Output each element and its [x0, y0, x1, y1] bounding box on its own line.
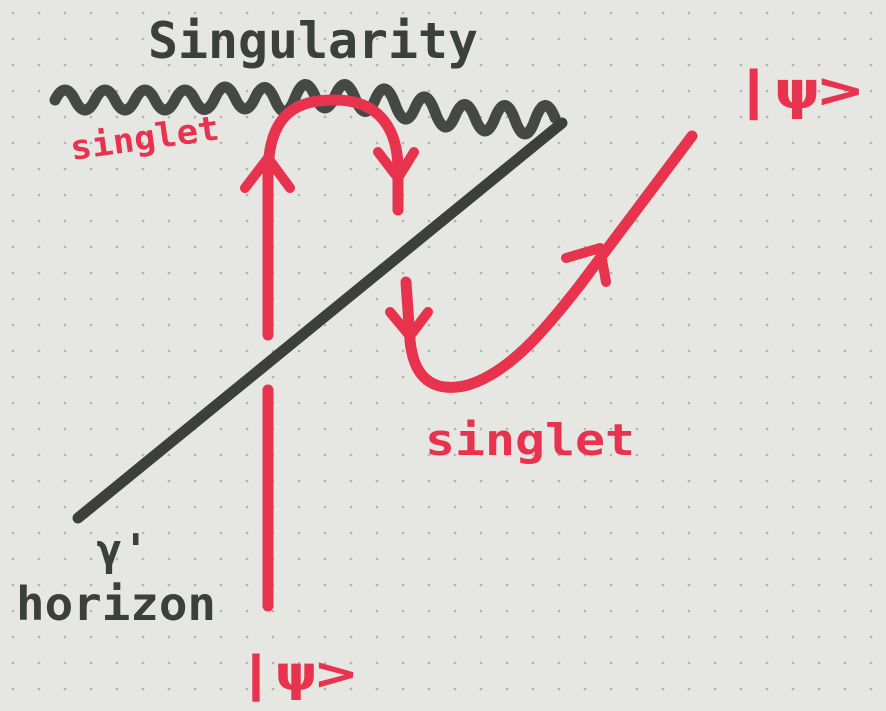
- infalling-path-loop: [262, 94, 404, 341]
- arrow-down-head-bottom: [385, 307, 433, 341]
- outgoing-path: [400, 130, 698, 393]
- horizon-label: horizon: [16, 577, 216, 631]
- horizon-marker-label: γ': [96, 525, 149, 576]
- arrow-down-head-top: [373, 147, 419, 183]
- ket-top-label: |ψ>: [732, 61, 862, 121]
- arrow-up-right-head: [561, 243, 611, 287]
- arrow-up-head: [240, 153, 295, 193]
- singularity-wavy-line: [49, 79, 561, 140]
- horizon-line: [72, 117, 568, 524]
- ket-bottom-label: |ψ>: [236, 646, 356, 702]
- singlet-bottom-label: singlet: [425, 415, 635, 466]
- singularity-label: Singularity: [148, 12, 478, 70]
